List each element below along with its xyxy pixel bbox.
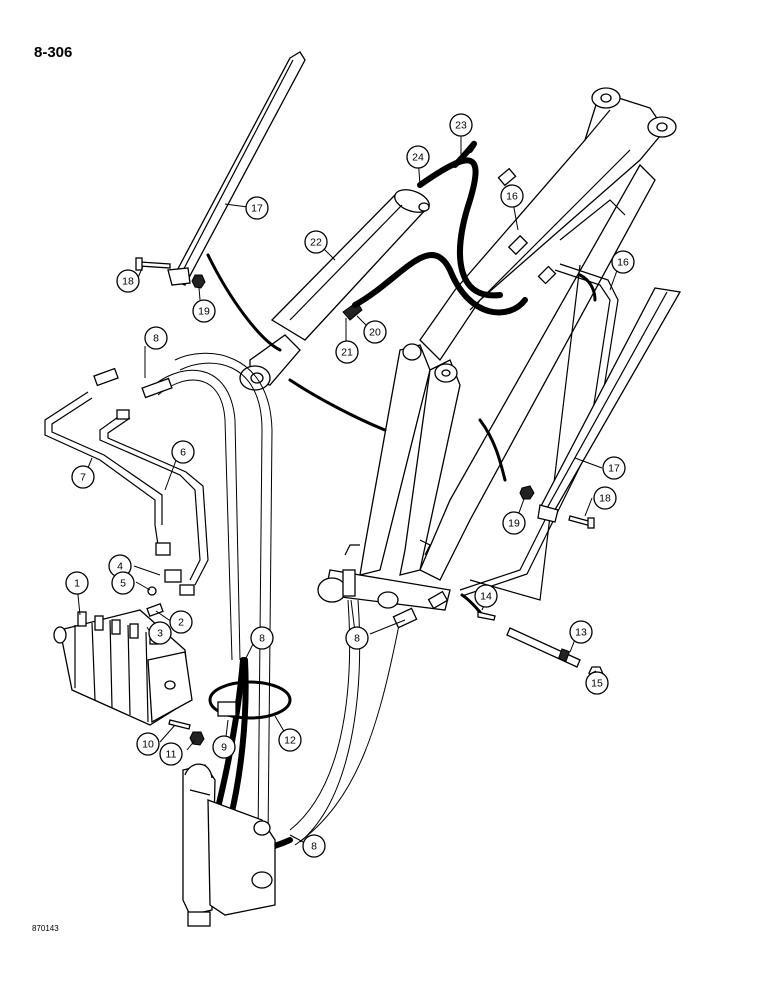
callout-number: 4: [117, 561, 123, 573]
control-valve: [53, 609, 292, 726]
callout-number: 7: [80, 472, 86, 484]
callout-8: 8: [250, 626, 274, 650]
boom-assembly: [317, 87, 677, 611]
callout-15: 15: [585, 671, 609, 695]
callout-number: 16: [506, 191, 518, 203]
callout-number: 18: [599, 493, 611, 505]
callout-5: 5: [111, 571, 135, 595]
callout-number: 21: [341, 347, 353, 359]
callout-number: 6: [180, 447, 186, 459]
steel-tubes: [44, 263, 619, 597]
callout-number: 1: [74, 578, 80, 590]
figure-code: 870143: [32, 924, 59, 933]
callout-number: 10: [142, 739, 154, 751]
hydraulic-cylinder: [239, 189, 430, 391]
side-rail-left: [167, 51, 306, 286]
callout-number: 8: [153, 333, 159, 345]
callout-7: 7: [71, 465, 95, 489]
callout-18: 18: [116, 269, 140, 293]
callout-number: 19: [508, 518, 520, 530]
callout-number: 16: [617, 257, 629, 269]
callout-13: 13: [569, 620, 593, 644]
callout-20: 20: [363, 320, 387, 344]
callout-16: 16: [611, 250, 635, 274]
callout-number: 24: [412, 152, 424, 164]
callout-number: 13: [575, 627, 587, 639]
callout-22: 22: [304, 230, 328, 254]
callout-1: 1: [65, 571, 89, 595]
callout-23: 23: [449, 113, 473, 137]
callout-24: 24: [406, 145, 430, 169]
callout-11: 11: [159, 742, 183, 766]
callout-number: 14: [480, 591, 492, 603]
callout-8: 8: [345, 626, 369, 650]
callout-number: 17: [608, 463, 620, 475]
callout-number: 9: [221, 742, 227, 754]
callout-17: 17: [602, 456, 626, 480]
callout-number: 23: [455, 120, 467, 132]
callout-number: 15: [591, 678, 603, 690]
callout-number: 11: [166, 749, 177, 761]
callout-16: 16: [500, 184, 524, 208]
callout-12: 12: [278, 728, 302, 752]
callout-10: 10: [136, 732, 160, 756]
callout-19: 19: [192, 299, 216, 323]
callout-number: 5: [120, 578, 126, 590]
callout-6: 6: [171, 440, 195, 464]
callout-number: 8: [259, 633, 265, 645]
callout-9: 9: [212, 735, 236, 759]
callout-number: 19: [198, 306, 210, 318]
callout-number: 22: [310, 237, 322, 249]
callout-number: 12: [284, 735, 296, 747]
page-number: 8-306: [34, 44, 73, 61]
callout-8: 8: [302, 834, 326, 858]
callout-number: 17: [251, 203, 263, 215]
callout-2: 2: [169, 610, 193, 634]
callout-number: 2: [178, 617, 184, 629]
callout-3: 3: [148, 621, 172, 645]
callout-number: 20: [369, 327, 381, 339]
callout-number: 3: [157, 628, 163, 640]
callout-19: 19: [502, 511, 526, 535]
callout-number: 8: [354, 633, 360, 645]
callout-17: 17: [245, 196, 269, 220]
callout-14: 14: [474, 584, 498, 608]
callout-number: 18: [122, 276, 134, 288]
callout-18: 18: [593, 486, 617, 510]
callout-8: 8: [144, 326, 168, 350]
callout-number: 8: [311, 841, 317, 853]
swing-tower: [182, 763, 276, 927]
callout-21: 21: [335, 340, 359, 364]
